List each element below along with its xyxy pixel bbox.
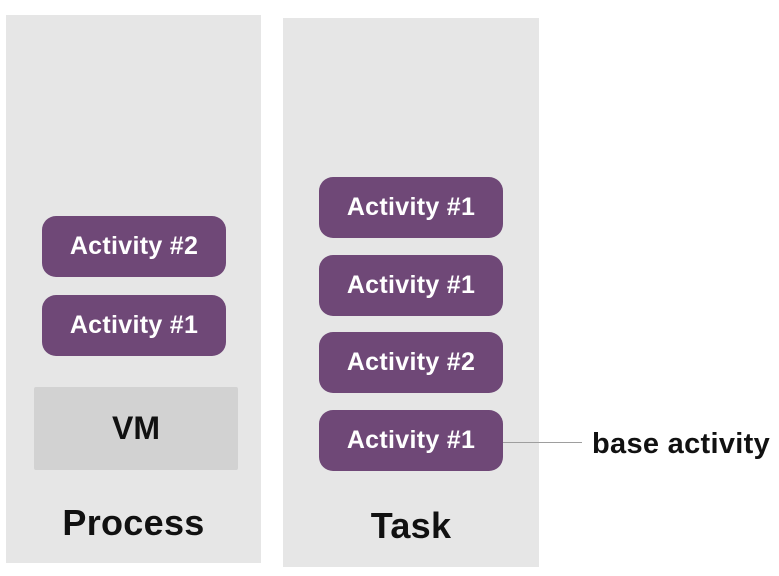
activity-box-task-base: Activity #1 [319, 410, 503, 471]
vm-box: VM [34, 387, 238, 470]
task-column: Activity #1 Activity #1 Activity #2 Acti… [283, 18, 539, 567]
activity-box-process-top: Activity #2 [42, 216, 226, 277]
base-activity-label: base activity [592, 428, 770, 460]
base-activity-connector-line [503, 442, 582, 443]
activity-box-process-bottom: Activity #1 [42, 295, 226, 356]
process-label: Process [62, 502, 205, 543]
task-label: Task [370, 505, 452, 546]
process-column: Activity #2 Activity #1 VM Process [6, 15, 261, 563]
activity-box-task-3: Activity #2 [319, 332, 503, 393]
activity-box-task-2: Activity #1 [319, 255, 503, 316]
activity-box-task-1: Activity #1 [319, 177, 503, 238]
